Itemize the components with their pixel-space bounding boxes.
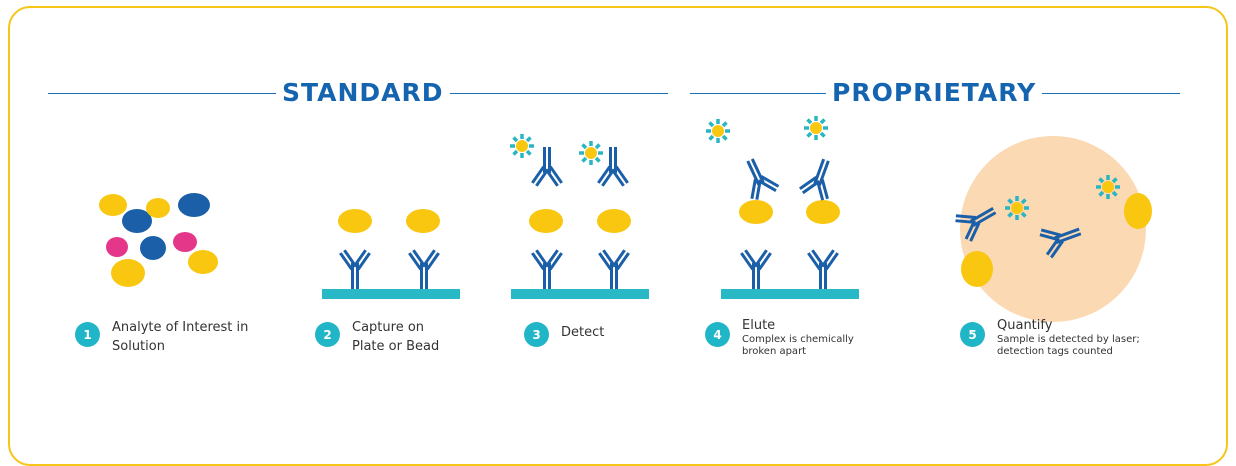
section-title-proprietary: PROPRIETARY xyxy=(826,78,1043,108)
detect-plate xyxy=(511,289,649,299)
step-number-badge: 3 xyxy=(524,322,549,347)
step-2: 2 Capture on Plate or Bead xyxy=(315,318,439,356)
step-label: Quantify xyxy=(997,318,1053,333)
step-description: broken apart xyxy=(742,346,807,357)
step-number-badge: 2 xyxy=(315,322,340,347)
section-title-standard: STANDARD xyxy=(276,78,450,108)
step-text: Quantify Sample is detected by laser; de… xyxy=(997,318,1140,358)
step-text: Elute Complex is chemically broken apart xyxy=(742,318,854,358)
step-label: Elute xyxy=(742,318,776,333)
step-text: Detect xyxy=(561,323,604,342)
step-label: Capture on xyxy=(352,320,425,335)
step-description: Sample is detected by laser; xyxy=(997,334,1140,345)
laser-detection-zone xyxy=(960,136,1146,322)
step-number-badge: 4 xyxy=(705,322,730,347)
step-text: Analyte of Interest in Solution xyxy=(112,318,248,356)
step-3: 3 Detect xyxy=(524,318,604,347)
step-label: Analyte of Interest in xyxy=(112,320,249,335)
step-text: Capture on Plate or Bead xyxy=(352,318,439,356)
elute-plate xyxy=(721,289,859,299)
step-label: Plate or Bead xyxy=(352,339,440,354)
step-label: Detect xyxy=(561,325,605,340)
detect-group xyxy=(508,132,649,299)
step-label: Solution xyxy=(112,339,165,354)
step-number-badge: 1 xyxy=(75,322,100,347)
capture-plate-group xyxy=(322,209,460,299)
quantify-group xyxy=(952,136,1152,322)
analytes-in-solution xyxy=(99,193,218,287)
capture-plate xyxy=(322,289,460,299)
step-description: Complex is chemically xyxy=(742,334,854,345)
step-number-badge: 5 xyxy=(960,322,985,347)
step-1: 1 Analyte of Interest in Solution xyxy=(75,318,248,356)
step-description: detection tags counted xyxy=(997,346,1113,357)
elute-group xyxy=(704,114,859,299)
step-5: 5 Quantify Sample is detected by laser; … xyxy=(960,318,1140,358)
step-4: 4 Elute Complex is chemically broken apa… xyxy=(705,318,854,358)
assay-illustration xyxy=(99,114,1152,322)
